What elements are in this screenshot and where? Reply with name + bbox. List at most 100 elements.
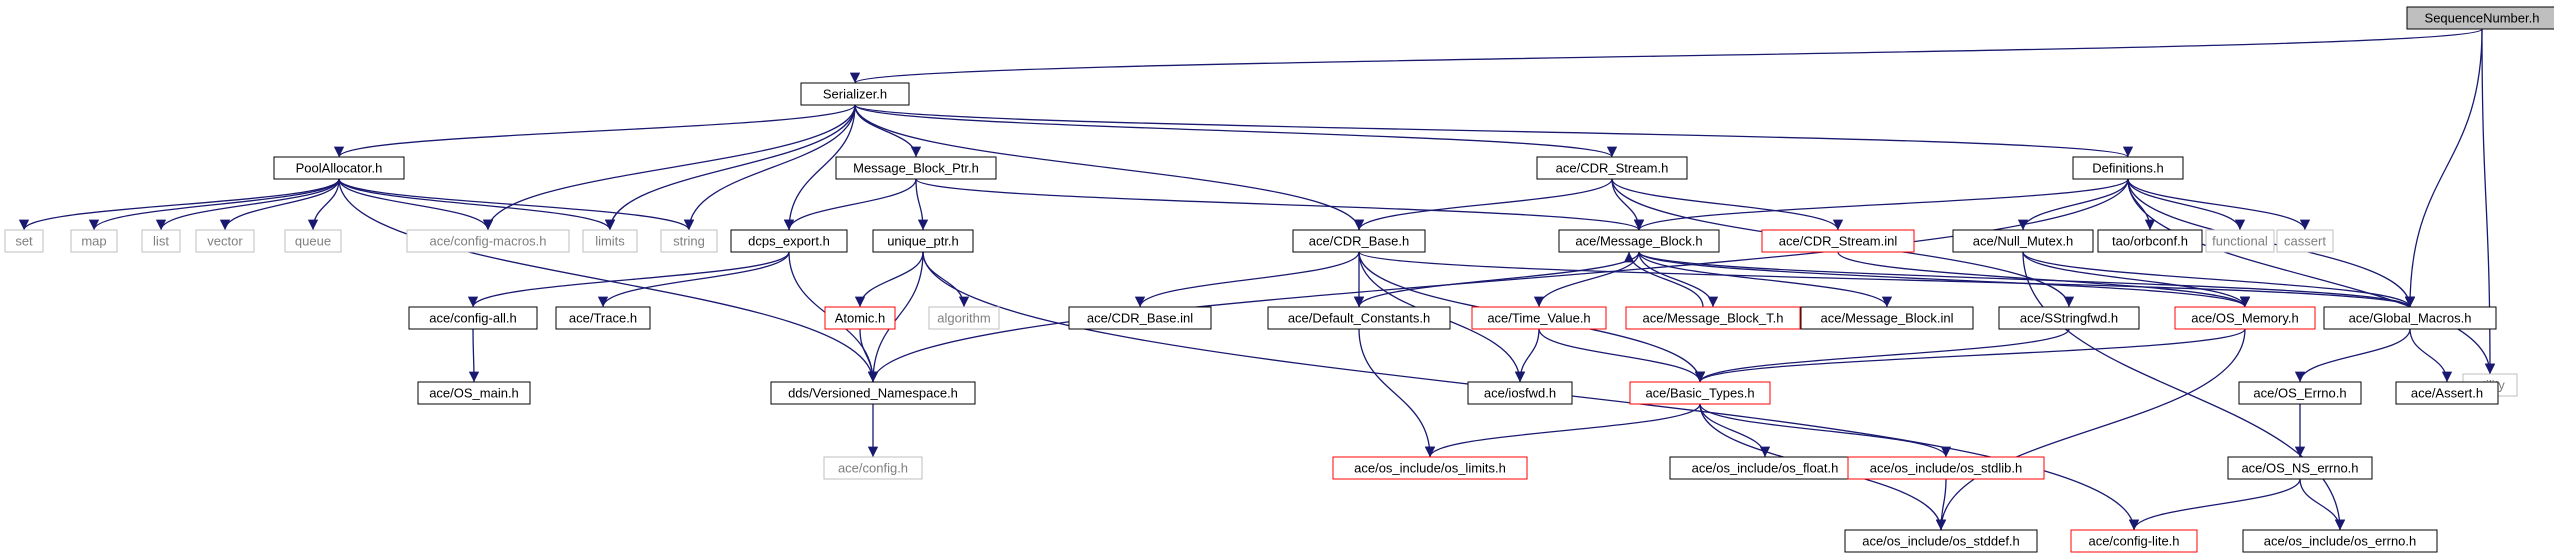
edge-poolallocator-h-to-list [155,178,340,231]
nodes-layer: SequenceNumber.hSerializer.hutilityace/G… [4,6,2554,553]
node-ace-config-lite-h[interactable]: ace/config-lite.h [2070,529,2198,553]
node-label: vector [207,234,243,249]
node-sequencenumber-h[interactable]: SequenceNumber.h [2406,6,2554,30]
node-label: functional [2212,234,2268,249]
node-ace-config-all-h[interactable]: ace/config-all.h [408,306,538,330]
node-ace-os-include-os-float-h[interactable]: ace/os_include/os_float.h [1669,456,1861,480]
node-box [1761,229,1915,253]
node-dds-versioned-namespace-h[interactable]: dds/Versioned_Namespace.h [770,381,976,405]
node-definitions-h[interactable]: Definitions.h [2072,156,2184,180]
node-label: list [153,234,169,249]
edge-poolallocator-h-to-limits [338,178,616,231]
node-ace-os-include-os-stddef-h[interactable]: ace/os_include/os_stddef.h [1844,529,2038,553]
node-ace-message-block-t-h[interactable]: ace/Message_Block_T.h [1625,306,1801,330]
edge-ace-message-block-h-to-ace-message-block-inl [1638,251,1893,308]
node-vector: vector [195,229,255,253]
node-label: ace/OS_main.h [429,386,519,401]
node-ace-os-include-os-stdlib-h[interactable]: ace/os_include/os_stdlib.h [1847,456,2045,480]
node-ace-cdr-stream-inl[interactable]: ace/CDR_Stream.inl [1761,229,1915,253]
node-label: cassert [2284,234,2326,249]
node-ace-sstringfwd-h[interactable]: ace/SStringfwd.h [1998,306,2140,330]
node-ace-config-h: ace/config.h [823,456,923,480]
edge-ace-basic-types-h-to-ace-os-include-os-limits-h [1424,403,1701,458]
edge-ace-message-block-h-to-ace-global-macros-h [1638,251,2415,308]
edge-definitions-h-to-functional [2127,178,2246,231]
edge-poolallocator-h-to-string [338,178,695,231]
node-limits: limits [582,229,638,253]
node-label: ace/os_include/os_errno.h [2264,534,2417,549]
node-unique-ptr-h[interactable]: unique_ptr.h [872,229,974,253]
node-algorithm: algorithm [928,306,1000,330]
node-box [1292,229,1426,253]
node-ace-time-value-h[interactable]: ace/Time_Value.h [1471,306,1607,330]
node-label: ace/Trace.h [569,311,637,326]
node-ace-iosfwd-h[interactable]: ace/iosfwd.h [1467,381,1573,405]
node-box [1625,306,1801,330]
edge-ace-sstringfwd-h-to-ace-basic-types-h [1694,328,2070,383]
node-label: dcps_export.h [748,234,830,249]
node-label: ace/os_include/os_float.h [1692,461,1839,476]
node-label: Definitions.h [2092,161,2164,176]
node-box [1800,306,1974,330]
node-string: string [660,229,718,253]
node-box [2406,6,2554,30]
node-ace-message-block-h[interactable]: ace/Message_Block.h [1558,229,1720,253]
node-poolallocator-h[interactable]: PoolAllocator.h [273,156,405,180]
edge-ace-os-memory-h-to-ace-os-include-os-stddef-h [1935,328,2246,531]
node-ace-basic-types-h[interactable]: ace/Basic_Types.h [1629,381,1771,405]
node-ace-os-include-os-errno-h[interactable]: ace/os_include/os_errno.h [2242,529,2438,553]
edge-ace-basic-types-h-to-ace-os-include-os-float-h [1699,403,1771,458]
edge-ace-cdr-base-h-to-ace-global-macros-h [1358,251,2415,308]
node-box [1536,156,1688,180]
node-label: ace/Null_Mutex.h [1973,234,2073,249]
edge-ace-message-block-t-h-to-ace-message-block-h [1623,251,1704,308]
node-box [660,229,718,253]
edge-poolallocator-h-to-vector [219,178,340,231]
node-box [770,381,976,405]
node-ace-os-errno-h[interactable]: ace/OS_Errno.h [2238,381,2362,405]
edge-ace-cdr-stream-inl-to-ace-os-memory-h [1837,251,2251,308]
node-label: ace/os_include/os_stddef.h [1862,534,2020,549]
node-box [2276,229,2334,253]
node-ace-cdr-stream-h[interactable]: ace/CDR_Stream.h [1536,156,1688,180]
node-ace-os-ns-errno-h[interactable]: ace/OS_NS_errno.h [2227,456,2373,480]
edge-serializer-h-to-ace-cdr-stream-h [854,104,1617,158]
node-ace-assert-h[interactable]: ace/Assert.h [2395,381,2499,405]
edge-ace-null-mutex-h-to-ace-global-macros-h [2022,251,2416,308]
node-label: Serializer.h [823,87,887,102]
node-ace-cdr-base-inl[interactable]: ace/CDR_Base.inl [1068,306,1212,330]
node-ace-os-main-h[interactable]: ace/OS_main.h [417,381,531,405]
edges-layer [18,28,2496,531]
node-box [555,306,651,330]
edge-poolallocator-h-to-queue [307,178,340,231]
node-atomic-h[interactable]: Atomic.h [824,306,896,330]
node-ace-default-constants-h[interactable]: ace/Default_Constants.h [1267,306,1451,330]
node-dcps-export-h[interactable]: dcps_export.h [730,229,848,253]
edge-ace-message-block-h-to-ace-message-block-t-h [1638,251,1719,308]
node-box [2072,156,2184,180]
node-ace-os-memory-h[interactable]: ace/OS_Memory.h [2174,306,2316,330]
node-ace-os-include-os-limits-h[interactable]: ace/os_include/os_limits.h [1332,456,1528,480]
node-box [70,229,118,253]
node-ace-global-macros-h[interactable]: ace/Global_Macros.h [2323,306,2497,330]
node-ace-message-block-inl[interactable]: ace/Message_Block.inl [1800,306,1974,330]
node-serializer-h[interactable]: Serializer.h [800,82,910,106]
edge-ace-time-value-h-to-ace-iosfwd-h [1514,328,1540,383]
node-box [1952,229,2094,253]
node-ace-cdr-base-h[interactable]: ace/CDR_Base.h [1292,229,1426,253]
node-ace-null-mutex-h[interactable]: ace/Null_Mutex.h [1952,229,2094,253]
node-box [800,82,910,106]
node-box [1844,529,2038,553]
node-label: ace/CDR_Stream.inl [1779,234,1898,249]
node-box [928,306,1000,330]
edge-ace-global-macros-h-to-ace-os-errno-h [2294,328,2411,383]
edge-poolallocator-h-to-ace-config-macros-h [338,178,494,231]
node-label: ace/iosfwd.h [1484,386,1556,401]
node-tao-orbconf-h[interactable]: tao/orbconf.h [2097,229,2203,253]
node-box [835,156,997,180]
edge-ace-global-macros-h-to-ace-assert-h [2409,328,2453,383]
node-functional: functional [2205,229,2275,253]
node-ace-trace-h[interactable]: ace/Trace.h [555,306,651,330]
node-message-block-ptr-h[interactable]: Message_Block_Ptr.h [835,156,997,180]
